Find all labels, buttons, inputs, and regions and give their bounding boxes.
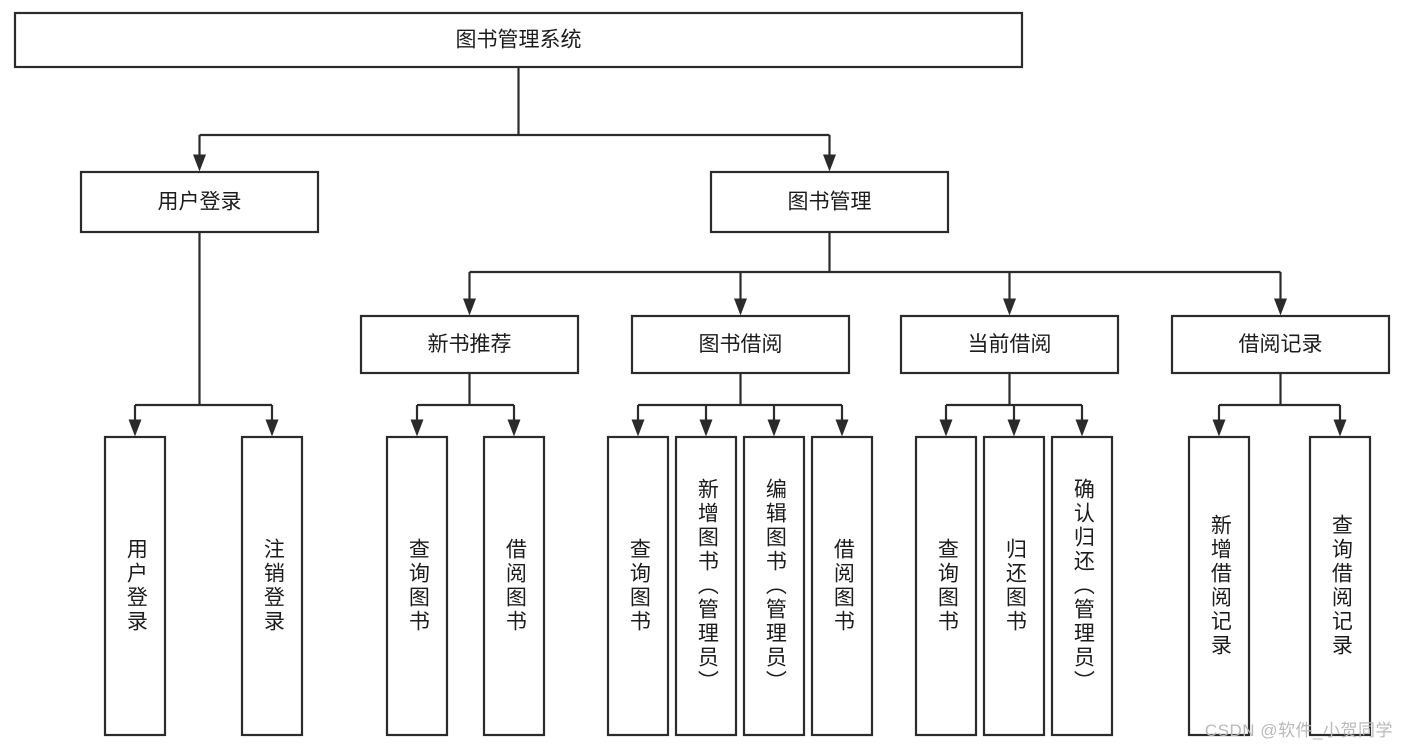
- arrow-head: [128, 419, 142, 437]
- node-box-book-manage[interactable]: [709, 170, 950, 234]
- node-label-current-borrow: 当前借阅: [968, 333, 1052, 356]
- node-box-leaf-logout[interactable]: [240, 435, 304, 737]
- node-label-user-login: 用户登录: [158, 191, 242, 214]
- arrow-head: [699, 419, 713, 437]
- node-box-leaf-query-book-2[interactable]: [606, 435, 670, 737]
- node-box-layer: [13, 11, 1391, 737]
- node-box-leaf-edit-book[interactable]: [742, 435, 806, 737]
- node-box-leaf-borrow-book-2[interactable]: [810, 435, 874, 737]
- arrow-head: [939, 419, 953, 437]
- node-label-book-borrow: 图书借阅: [699, 333, 783, 356]
- arrow-head: [835, 419, 849, 437]
- node-box-leaf-confirm-return[interactable]: [1050, 435, 1114, 737]
- arrow-head: [823, 154, 836, 172]
- arrow-head: [463, 298, 476, 316]
- node-box-new-book-recommend[interactable]: [359, 314, 580, 375]
- arrow-head: [1274, 298, 1287, 316]
- arrow-head: [507, 419, 521, 437]
- arrow-head: [1333, 419, 1347, 437]
- arrow-head: [1003, 298, 1016, 316]
- arrow-head: [410, 419, 424, 437]
- node-box-leaf-borrow-book-1[interactable]: [482, 435, 546, 737]
- arrow-head: [265, 419, 279, 437]
- node-box-leaf-return-book[interactable]: [982, 435, 1046, 737]
- node-box-current-borrow[interactable]: [899, 314, 1120, 375]
- node-box-root[interactable]: [13, 11, 1024, 69]
- node-box-user-login[interactable]: [79, 170, 320, 234]
- arrow-head: [734, 298, 747, 316]
- node-box-leaf-query-book-1[interactable]: [385, 435, 449, 737]
- node-label-borrow-record: 借阅记录: [1239, 333, 1323, 356]
- node-box-book-borrow[interactable]: [630, 314, 851, 375]
- node-box-leaf-query-record[interactable]: [1308, 435, 1372, 737]
- arrow-head: [631, 419, 645, 437]
- arrow-head: [193, 154, 206, 172]
- node-box-leaf-add-record[interactable]: [1187, 435, 1251, 737]
- node-label-book-manage: 图书管理: [788, 191, 872, 214]
- arrow-head: [767, 419, 781, 437]
- csdn-watermark: CSDN @软件_小贺同学: [1204, 721, 1393, 740]
- node-box-borrow-record[interactable]: [1170, 314, 1391, 375]
- arrow-head: [1007, 419, 1021, 437]
- arrow-head: [1212, 419, 1226, 437]
- node-label-new-book-recommend: 新书推荐: [428, 333, 512, 356]
- node-label-root: 图书管理系统: [456, 29, 582, 52]
- arrow-head: [1075, 419, 1089, 437]
- node-box-leaf-add-book[interactable]: [674, 435, 738, 737]
- node-box-leaf-query-book-3[interactable]: [914, 435, 978, 737]
- connector-layer: [128, 67, 1347, 437]
- node-box-leaf-user-login[interactable]: [103, 435, 167, 737]
